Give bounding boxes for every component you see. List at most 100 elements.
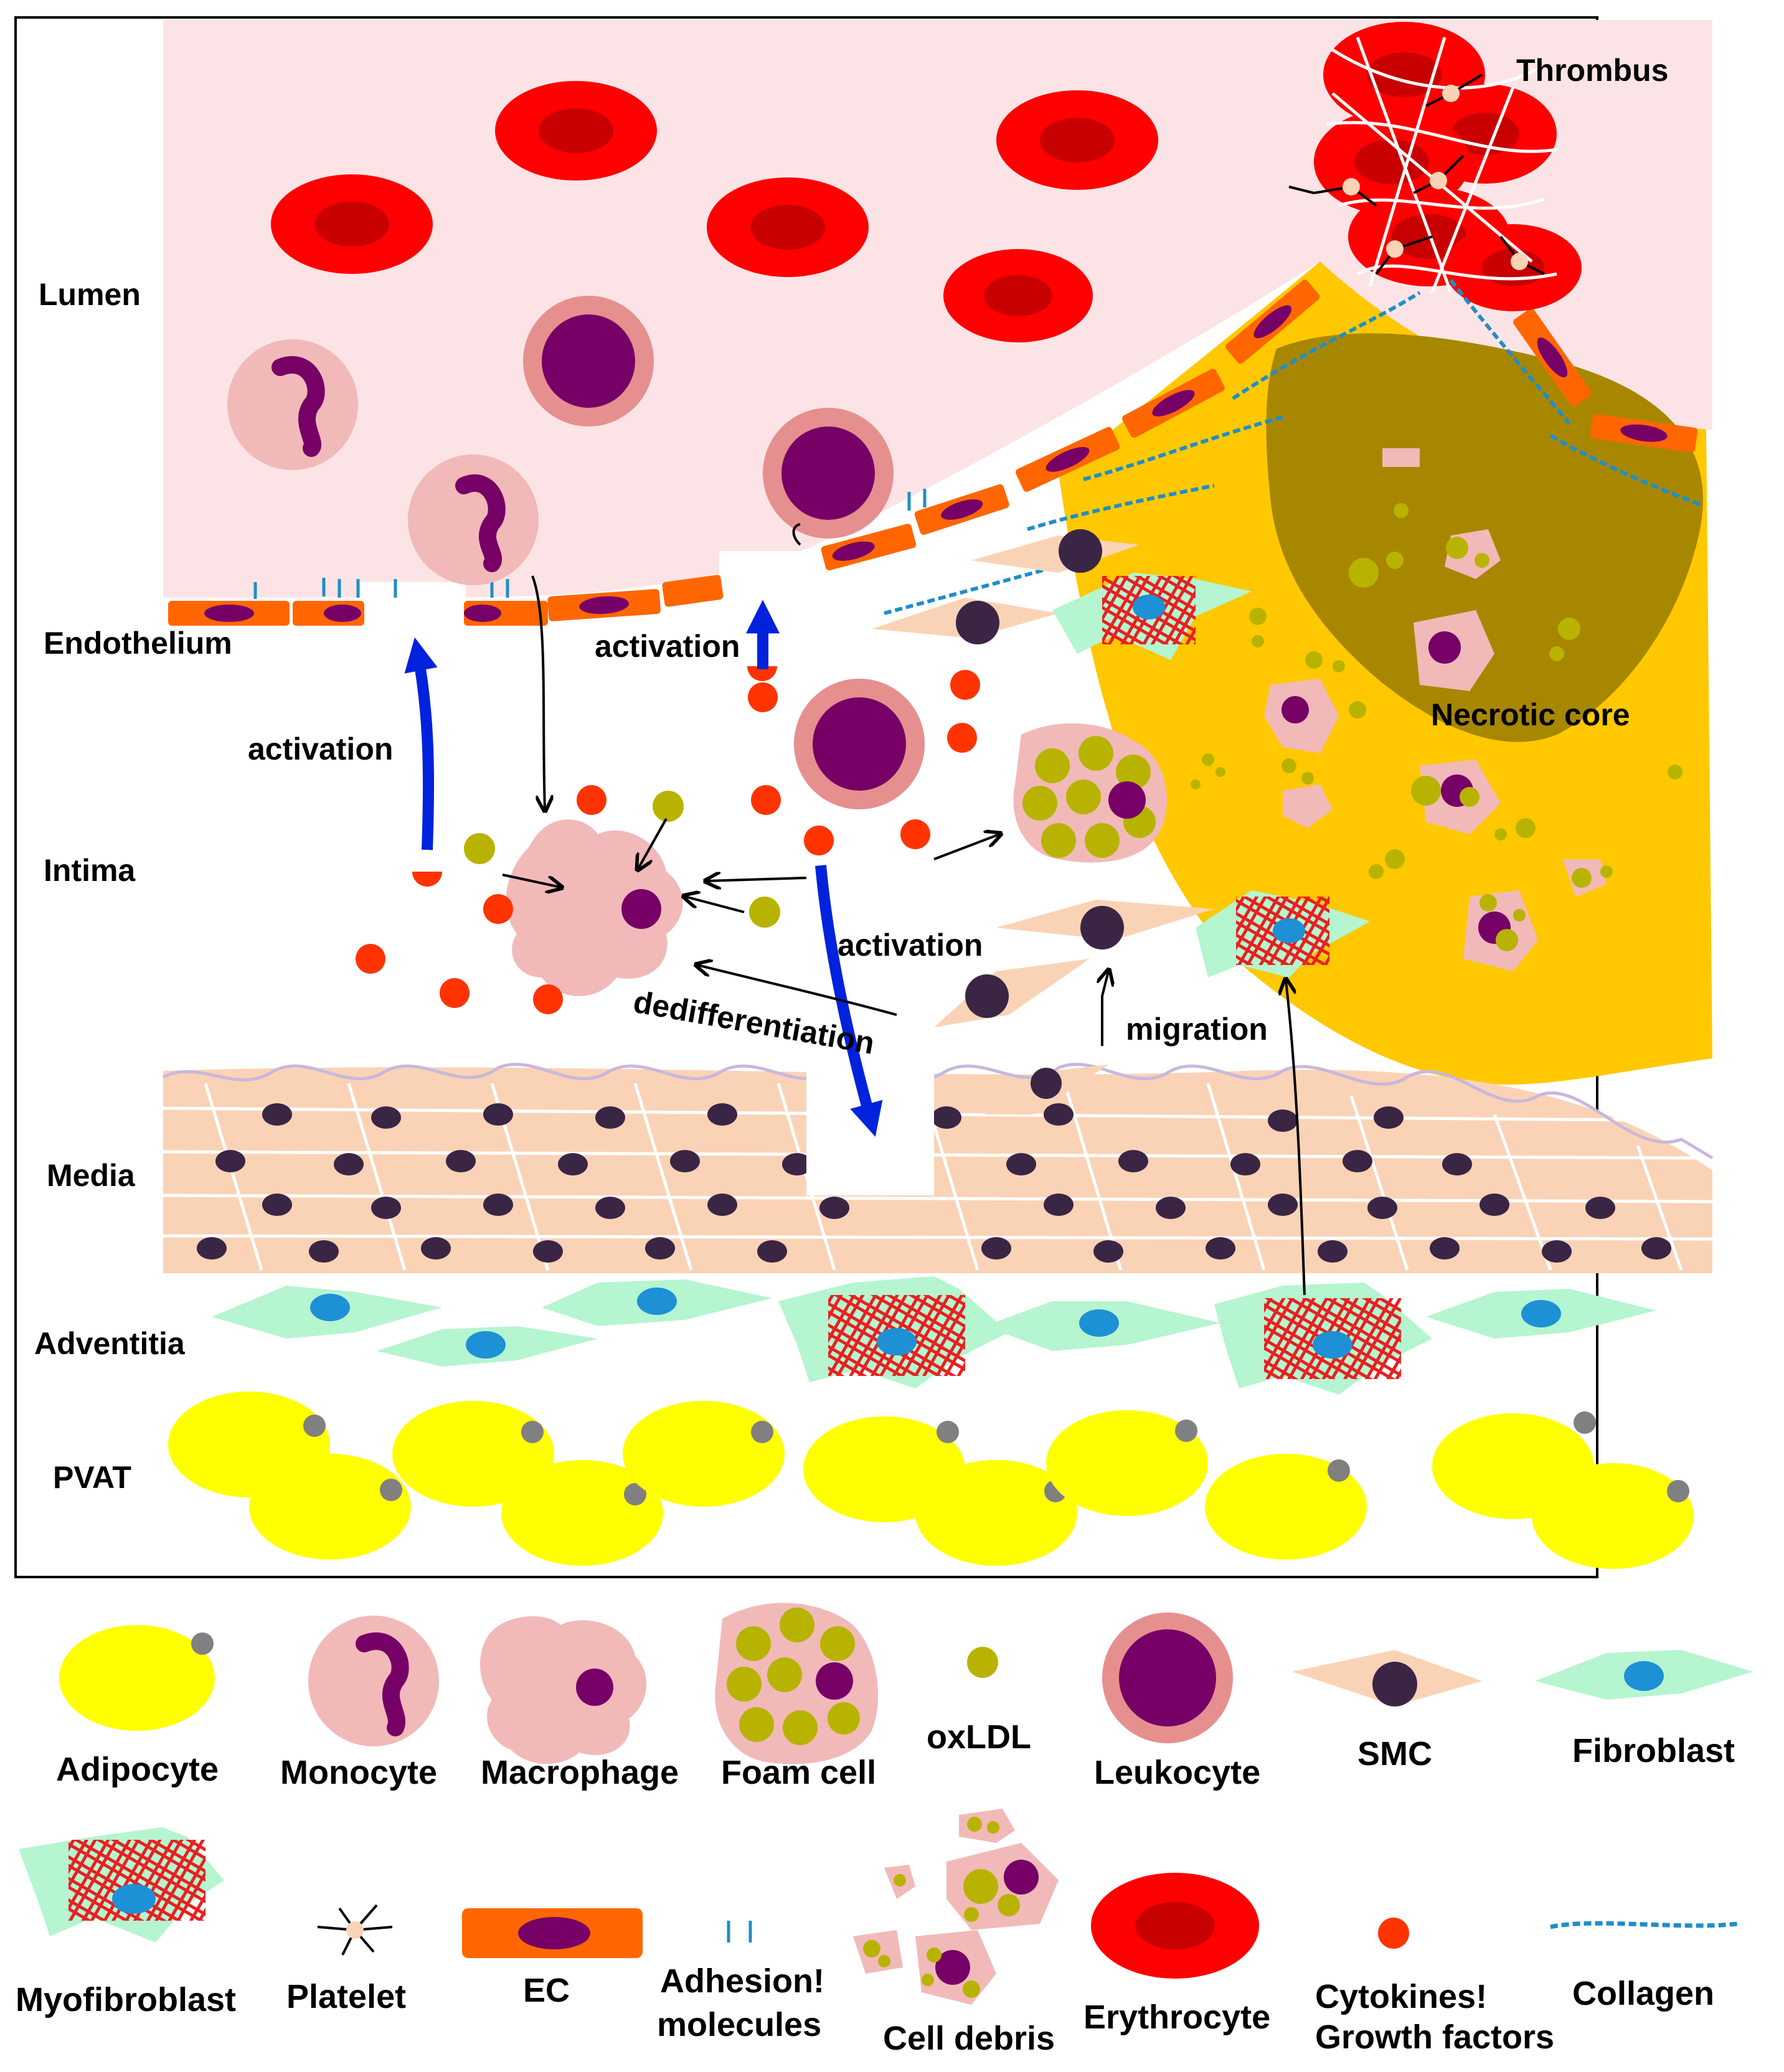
smc bbox=[996, 900, 1214, 949]
layer-label-intima: Intima bbox=[44, 853, 136, 888]
cytokine-particles bbox=[356, 666, 980, 1014]
legend-label-platelet: Platelet bbox=[286, 1978, 406, 2015]
myofibroblast bbox=[778, 1276, 1009, 1388]
oxldl-particles bbox=[464, 791, 780, 928]
legend-item-ec: EC bbox=[462, 1908, 643, 2009]
legend: Adipocyte Monocyte Macrophage Foam cell … bbox=[16, 1603, 1753, 2057]
layer-label-adventitia: Adventitia bbox=[34, 1326, 186, 1361]
legend-item-foam-cell: Foam cell bbox=[715, 1603, 878, 1791]
legend-item-monocyte: Monocyte bbox=[280, 1616, 439, 1791]
erythrocyte bbox=[943, 249, 1093, 342]
legend-label-leukocyte: Leukocyte bbox=[1094, 1754, 1260, 1791]
activation-label-center: activation bbox=[838, 928, 983, 963]
smc bbox=[934, 959, 1090, 1027]
legend-label-adhesion-2: molecules bbox=[657, 2006, 821, 2043]
endothelial-cell bbox=[821, 524, 917, 571]
legend-item-oxldl: oxLDL bbox=[927, 1647, 1031, 1756]
endothelial-cell bbox=[1590, 413, 1698, 453]
myofibroblast bbox=[1214, 1283, 1432, 1395]
fibroblast bbox=[984, 1301, 1220, 1351]
layer-label-endothelium: Endothelium bbox=[44, 626, 232, 661]
erythrocyte bbox=[495, 81, 657, 181]
erythrocyte bbox=[707, 177, 869, 277]
layer-label-pvat: PVAT bbox=[53, 1460, 131, 1495]
adhesion-molecules bbox=[253, 489, 927, 599]
erythrocytes bbox=[271, 81, 1158, 342]
myofibroblast bbox=[1196, 890, 1370, 977]
legend-label-cytokines-1: Cytokines! bbox=[1315, 1978, 1487, 2015]
erythrocyte bbox=[271, 174, 433, 274]
legend-item-adhesion-molecules: Adhesion! molecules bbox=[657, 1921, 824, 2043]
collagen-fibers bbox=[884, 279, 1701, 615]
activation-arrows bbox=[404, 600, 883, 1137]
smc bbox=[984, 1065, 1108, 1114]
leukocyte bbox=[794, 679, 925, 809]
endothelial-cell bbox=[1225, 280, 1320, 364]
legend-item-platelet: Platelet bbox=[286, 1904, 406, 2015]
endothelial-cell bbox=[1016, 426, 1120, 492]
adipocyte bbox=[392, 1401, 554, 1507]
legend-item-macrophage: Macrophage bbox=[480, 1616, 679, 1791]
legend-label-myofibroblast: Myofibroblast bbox=[16, 1981, 236, 2018]
smc bbox=[872, 598, 1059, 644]
necrotic-core-label: Necrotic core bbox=[1431, 697, 1630, 732]
endothelium bbox=[168, 280, 1698, 626]
legend-item-cytokines: Cytokines! Growth factors bbox=[1315, 1918, 1554, 2056]
endothelial-cell bbox=[662, 575, 724, 607]
endothelial-cell bbox=[168, 601, 290, 626]
legend-item-collagen: Collagen bbox=[1550, 1921, 1738, 2012]
legend-label-ec: EC bbox=[523, 1972, 570, 2009]
legend-item-adipocyte: Adipocyte bbox=[56, 1625, 219, 1788]
myofibroblast bbox=[1052, 573, 1252, 660]
layer-label-media: Media bbox=[47, 1158, 136, 1193]
adipocyte bbox=[501, 1460, 663, 1566]
legend-label-cell-debris: Cell debris bbox=[883, 2020, 1055, 2057]
endothelial-cell bbox=[547, 589, 661, 621]
legend-item-fibroblast: Fibroblast bbox=[1535, 1650, 1753, 1769]
legend-label-erythrocyte: Erythrocyte bbox=[1083, 1999, 1270, 2036]
activation-label-top: activation bbox=[595, 629, 740, 664]
fibroblast bbox=[1426, 1289, 1656, 1339]
media-nuclei bbox=[197, 1103, 1671, 1263]
foam-cell bbox=[1013, 723, 1168, 863]
thrombus bbox=[1288, 22, 1582, 311]
legend-label-adhesion-1: Adhesion! bbox=[660, 1962, 824, 2000]
adipocyte bbox=[623, 1401, 785, 1507]
legend-label-smc: SMC bbox=[1357, 1735, 1432, 1773]
leukocyte bbox=[763, 408, 894, 539]
endothelial-cell bbox=[1513, 308, 1592, 407]
monocyte bbox=[227, 339, 358, 470]
adipocyte bbox=[1046, 1410, 1208, 1516]
adipocyte bbox=[1532, 1463, 1694, 1569]
endothelial-cell bbox=[464, 601, 548, 626]
legend-label-fibroblast: Fibroblast bbox=[1572, 1732, 1735, 1769]
endothelial-cell bbox=[1122, 369, 1225, 438]
legend-label-oxldl: oxLDL bbox=[927, 1718, 1031, 1756]
layer-label-lumen: Lumen bbox=[39, 277, 141, 312]
legend-label-monocyte: Monocyte bbox=[280, 1754, 437, 1791]
adipocyte bbox=[1205, 1454, 1367, 1560]
legend-label-adipocyte: Adipocyte bbox=[56, 1751, 219, 1788]
legend-item-smc: SMC bbox=[1292, 1650, 1482, 1773]
erythrocyte bbox=[996, 90, 1158, 190]
adipocyte bbox=[249, 1454, 411, 1560]
legend-label-macrophage: Macrophage bbox=[481, 1754, 679, 1791]
legend-label-foam-cell: Foam cell bbox=[721, 1754, 876, 1791]
adventitia-fibroblasts bbox=[212, 1276, 1656, 1395]
endothelial-cell bbox=[293, 601, 364, 626]
main-panel: Lumen Endothelium Intima Media Adventiti… bbox=[14, 16, 1714, 1578]
thrombus-label: Thrombus bbox=[1516, 53, 1668, 88]
activation-arrow-down bbox=[815, 865, 883, 1137]
fibroblast bbox=[212, 1286, 442, 1339]
legend-item-leukocyte: Leukocyte bbox=[1094, 1613, 1260, 1791]
pvat-adipocytes bbox=[168, 1392, 1694, 1569]
legend-item-cell-debris: Cell debris bbox=[853, 1809, 1059, 2057]
fibroblast bbox=[377, 1326, 598, 1367]
monocyte bbox=[408, 454, 539, 585]
smc bbox=[971, 529, 1140, 573]
plaque-lipid-droplets bbox=[1191, 503, 1683, 951]
endothelium-gap-left bbox=[360, 582, 466, 644]
legend-item-myofibroblast: Myofibroblast bbox=[16, 1827, 236, 2018]
adhesion-arrow-top bbox=[792, 523, 801, 546]
